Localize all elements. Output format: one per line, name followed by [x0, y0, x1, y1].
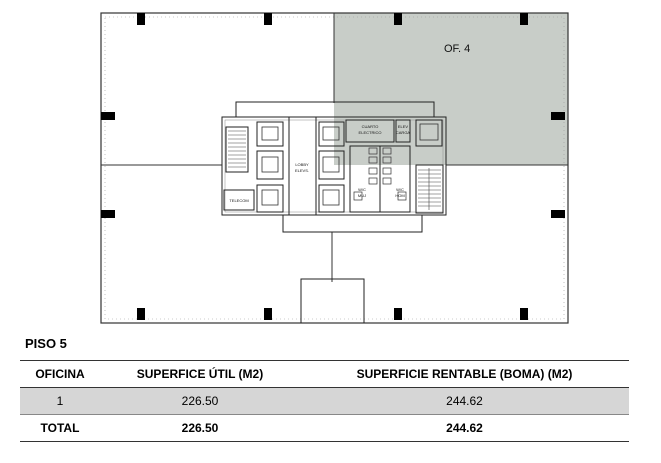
header-oficina: OFICINA	[20, 360, 100, 388]
lobby-label-1: LOBBY	[295, 162, 309, 167]
cuarto-electrico-label-2: ELECTRICO	[359, 130, 382, 135]
floor-plan: OF. 4 CUARTO ELECTRICO ELEV CARGA LOBBY …	[100, 12, 569, 324]
wc-muj-label-2: MUJ	[358, 193, 366, 198]
columns	[101, 13, 565, 320]
elev-carga-label-2: CARGA	[396, 130, 411, 135]
elev-carga-label-1: ELEV	[398, 124, 409, 129]
service-core	[221, 101, 447, 323]
elevator-cabs	[261, 123, 439, 206]
table-row: 1 226.50 244.62	[20, 387, 629, 415]
cuarto-electrico-label-1: CUARTO	[362, 124, 379, 129]
stair-treads	[228, 130, 441, 210]
header-superficie-rentable: SUPERFICIE RENTABLE (BOMA) (M2)	[300, 360, 629, 388]
office-4-label: OF. 4	[444, 43, 470, 55]
cell-oficina: 1	[20, 387, 100, 415]
lobby-label-2: ELEVS.	[295, 168, 309, 173]
office-4-area[interactable]	[334, 13, 568, 165]
wc-hom-label-1: W/C	[396, 187, 404, 192]
table-total-row: TOTAL 226.50 244.62	[20, 414, 629, 442]
cell-superficie-util: 226.50	[100, 387, 300, 415]
wc-hom-label-2: HOM	[395, 193, 404, 198]
cell-superficie-rentable: 244.62	[300, 387, 629, 415]
total-superficie-util: 226.50	[100, 414, 300, 442]
table-header-row: OFICINA SUPERFICE ÚTIL (M2) SUPERFICIE R…	[20, 360, 629, 388]
total-label: TOTAL	[20, 414, 100, 442]
telecom-label: TELECOM	[229, 198, 248, 203]
wc-fixtures	[353, 147, 407, 201]
header-superficie-util: SUPERFICE ÚTIL (M2)	[100, 360, 300, 388]
total-superficie-rentable: 244.62	[300, 414, 629, 442]
floor-title: PISO 5	[25, 336, 67, 351]
area-table: OFICINA SUPERFICE ÚTIL (M2) SUPERFICIE R…	[20, 360, 629, 442]
wc-muj-label-1: W/C	[358, 187, 366, 192]
